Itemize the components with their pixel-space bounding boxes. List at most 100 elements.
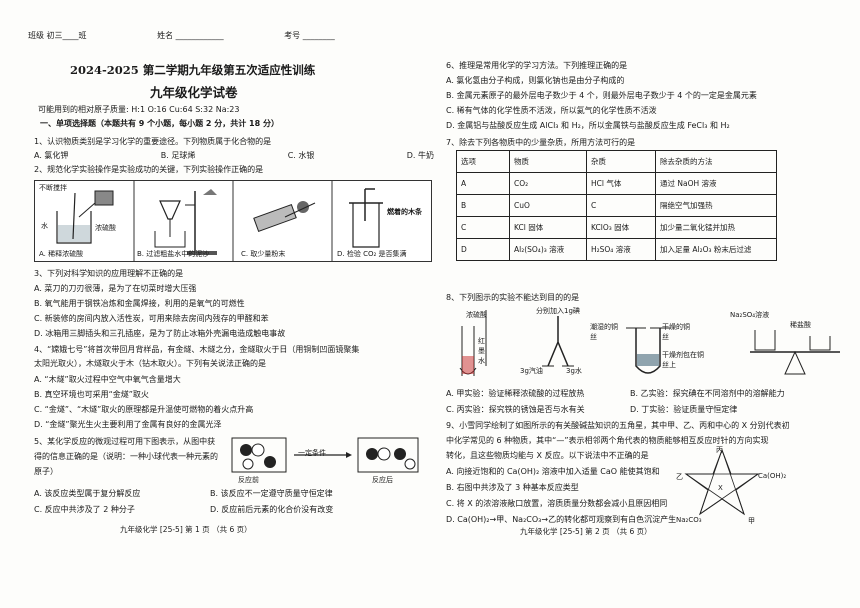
cell: Al₂(SO₄)₃ 溶液 [509,238,587,261]
cell: 加少量二氧化锰并加热 [655,216,777,239]
q9-option-a: A. 向接近饱和的 Ca(OH)₂ 溶液中加入适量 CaO 能使其饱和 [446,467,660,476]
cell: C [586,194,656,217]
label-water-3g: 3g水 [566,367,582,375]
cell: A [456,172,510,195]
label-wet-copper: 潮湿的铜丝 [590,323,618,341]
q2-option-d: D. 检验 CO₂ 是否集满 [337,250,407,258]
q9-star-diagram [684,448,760,516]
q8-stem: 8、下列图示的实验不能达到目的的是 [446,293,580,302]
cell: C [456,216,510,239]
cell: 隔绝空气加强热 [655,194,777,217]
q5-option-a: A. 该反应类型属于复分解反应 [34,489,141,498]
star-label-x: X [718,484,723,492]
q2-figures: 不断搅拌 水 浓硫酸 燃着的木条 A. 稀释浓硫酸 B. 过滤粗盐水中的泥沙 C… [34,180,432,262]
cell: KClO₃ 固体 [586,216,656,239]
footer-left: 九年级化学 [25-5] 第 1 页 （共 6 页） [120,525,252,534]
q1-option-a: A. 氯化钾 [34,151,69,160]
section-title: 一、单项选择题（本题共有 9 个小题，每小题 2 分，共计 18 分） [40,119,279,128]
label-iodine: 分别加入1g碘 [536,307,580,315]
cell: D [456,238,510,261]
label-water: 水 [41,222,48,230]
atomic-masses: 可能用到的相对原子质量: H:1 O:16 Cu:64 S:32 Na:23 [38,105,240,114]
q8-apparatus-svg [459,310,840,376]
label-hcl: 稀盐酸 [790,321,811,329]
cell: H₂SO₄ 溶液 [586,238,656,261]
q5-condition: 一定条件 [298,449,326,457]
star-label-jia: 甲 [748,517,755,525]
q2-option-a: A. 稀释浓硫酸 [39,250,84,258]
q7-header-option: 选项 [456,150,510,173]
q4-stem-2: 太阳光取火），木燧取火于木（钻木取火）。下列有关说法正确的是 [34,359,266,368]
q2-stem: 2、规范化学实验操作是实验成功的关键，下列实验操作正确的是 [34,165,264,174]
class-field[interactable]: 班级 初三____班 [28,31,87,40]
cell: CO₂ [509,172,587,195]
q7-header-row: 选项 物质 杂质 除去杂质的方法 [456,150,777,173]
exam-title: 2024-2025 第二学期九年级第五次适应性训练 [70,63,316,77]
q5-after-label: 反应后 [372,476,393,484]
label-desiccant: 干燥剂包在铜丝上 [662,351,704,369]
q1-option-c: C. 水银 [287,151,315,160]
q6-stem: 6、推理是常用化学的学习方法。下列推理正确的是 [446,61,628,70]
label-gasoline: 3g汽油 [520,367,543,375]
q5-option-b: B. 该反应不一定遵守质量守恒定律 [210,489,333,498]
q8-option-b: B. 乙实验：探究碘在不同溶剂中的溶解能力 [630,389,785,398]
q9-stem-2: 中化学常见的 6 种物质，其中“—”表示相邻两个角代表的物质能够相互反应时针的方… [446,436,769,445]
q7-header-impurity: 杂质 [586,150,656,173]
label-conc-acid: 浓硫酸 [466,311,487,319]
cell: KCl 固体 [509,216,587,239]
q3-option-b: B. 氧气能用于钢铁冶炼和金属焊接，利用的是氧气的可燃性 [34,299,245,308]
name-field[interactable]: 姓名 ____________ [157,31,224,40]
q4-option-c: C. “金燧”、“木燧”取火的原理都是升温使可燃物的着火点升高 [34,405,254,414]
label-dry-copper: 干燥的铜丝 [662,323,690,341]
q9-option-c: C. 将 X 的浓溶液敞口放置，溶质质量分数都会减小且原因相同 [446,499,668,508]
q8-option-d: D. 丁实验：验证质量守恒定律 [630,405,738,414]
star-label-yi: 乙 [676,473,683,481]
q7-header-substance: 物质 [509,150,587,173]
q6-option-d: D. 金属铝与盐酸反应生成 AlCl₃ 和 H₂，所以金属铁与盐酸反应生成 Fe… [446,121,730,130]
q8-option-a: A. 甲实验：验证稀释浓硫酸的过程放热 [446,389,585,398]
exam-number-field[interactable]: 考号 ________ [284,31,335,40]
label-sodium-sulfate: Na₂SO₄溶液 [730,311,770,319]
q5-before-label: 反应前 [238,476,259,484]
q1-stem: 1、认识物质类别是学习化学的重要途径。下列物质属于化合物的是 [34,137,272,146]
q1-options: A. 氯化钾 B. 足球烯 C. 水银 D. 牛奶 [34,150,434,162]
q7-header-method: 除去杂质的方法 [655,150,777,173]
q4-stem-1: 4、“嫦娥七号”将首次带回月背样品，有金燧、木燧之分，金燧取火于日（用铜制凹面镜… [34,345,360,354]
q3-option-c: C. 新装修的房间内放入活性炭，可用来除去房间内残存的甲醛和苯 [34,314,269,323]
cell: 加入足量 Al₂O₃ 粉末后过滤 [655,238,777,261]
cell: CuO [509,194,587,217]
cell: B [456,194,510,217]
student-info: 班级 初三____班 姓名 ____________ 考号 ________ [28,30,438,41]
cell: 通过 NaOH 溶液 [655,172,777,195]
q9-option-b: B. 右图中共涉及了 3 种基本反应类型 [446,483,579,492]
q7-stem: 7、除去下列各物质中的少量杂质，所用方法可行的是 [446,138,636,147]
q2-apparatus-svg [56,181,383,261]
q5-option-d: D. 反应前后元素的化合价没有改变 [210,505,334,514]
label-stir: 不断搅拌 [39,184,67,192]
q6-option-b: B. 金属元素原子的最外层电子数少于 4 个，则最外层电子数少于 4 个的一定是… [446,91,757,100]
star-label-caoh2: Ca(OH)₂ [758,472,787,480]
footer-right: 九年级化学 [25-5] 第 2 页 （共 6 页） [520,527,652,536]
cell: HCl 气体 [586,172,656,195]
q2-option-c: C. 取少量粉末 [241,250,286,258]
q3-option-a: A. 菜刀的刀刃很薄，是为了在切菜时增大压强 [34,284,197,293]
label-red-ink: 红墨水 [478,337,485,365]
q2-option-b: B. 过滤粗盐水中的泥沙 [137,250,210,258]
q5-stem-3: 原子） [34,467,58,476]
q3-option-d: D. 冰箱用三脚插头和三孔插座，是为了防止冰箱外壳漏电造成触电事故 [34,329,286,338]
q9-stem-3: 转化，且这些物质均能与 X 反应。以下说法中不正确的是 [446,451,649,460]
q1-option-d: D. 牛奶 [406,151,434,160]
exam-subtitle: 九年级化学试卷 [150,85,238,100]
q5-reaction-diagram [231,437,419,473]
q4-option-a: A. “木燧”取火过程中空气中氧气含量增大 [34,375,181,384]
q9-stem-1: 9、小雪同学绘制了如图所示的有关酸碱盐知识的五角星，其中甲、乙、丙和中心的 X … [446,421,790,430]
q5-stem-2: 得的信息正确的是（说明：一种小球代表一种元素的 [34,452,218,461]
q4-option-d: D. “金燧”聚光生火主要利用了金属有良好的金属光泽 [34,420,222,429]
label-acid: 浓硫酸 [95,224,116,232]
label-splint: 燃着的木条 [387,208,422,216]
